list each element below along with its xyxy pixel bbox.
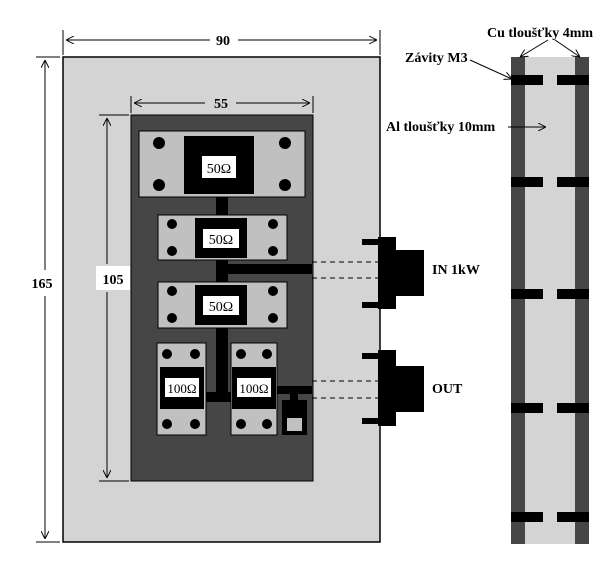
side-view-annotations: Cu tloušťky 4mm Závity M3 Al tloušťky 10… — [386, 26, 593, 135]
dimension-height-label: 165 — [32, 277, 53, 292]
dimension-inner-width: 55 — [130, 96, 314, 113]
resistor-lower: 50Ω — [157, 281, 288, 329]
resistor-middle-label: 50Ω — [209, 233, 233, 248]
dimension-inner-height: 105 — [96, 114, 130, 482]
resistor-top: 50Ω — [138, 130, 306, 198]
dimension-inner-height-label: 105 — [103, 273, 124, 288]
side-view — [511, 57, 589, 544]
output-connector: OUT — [312, 350, 463, 426]
input-label: IN 1kW — [432, 263, 480, 278]
resistor-lower-label: 50Ω — [209, 300, 233, 315]
aluminium-label: Al tloušťky 10mm — [386, 120, 496, 135]
dimension-width-label: 90 — [216, 34, 230, 49]
resistor-right-small-label: 100Ω — [239, 381, 268, 396]
dimension-width: 90 — [62, 30, 381, 55]
resistor-middle: 50Ω — [157, 214, 288, 261]
resistor-top-label: 50Ω — [207, 162, 231, 177]
output-label: OUT — [432, 382, 463, 397]
dimension-inner-width-label: 55 — [214, 97, 228, 112]
input-connector: IN 1kW — [312, 237, 480, 309]
resistor-left-small: 100Ω — [156, 342, 207, 436]
threads-label: Závity M3 — [405, 51, 468, 66]
resistor-right-small: 100Ω — [230, 342, 278, 436]
resistor-left-small-label: 100Ω — [167, 381, 196, 396]
copper-label: Cu tloušťky 4mm — [487, 26, 593, 41]
dimension-height: 165 — [32, 56, 60, 543]
small-component — [282, 400, 307, 435]
